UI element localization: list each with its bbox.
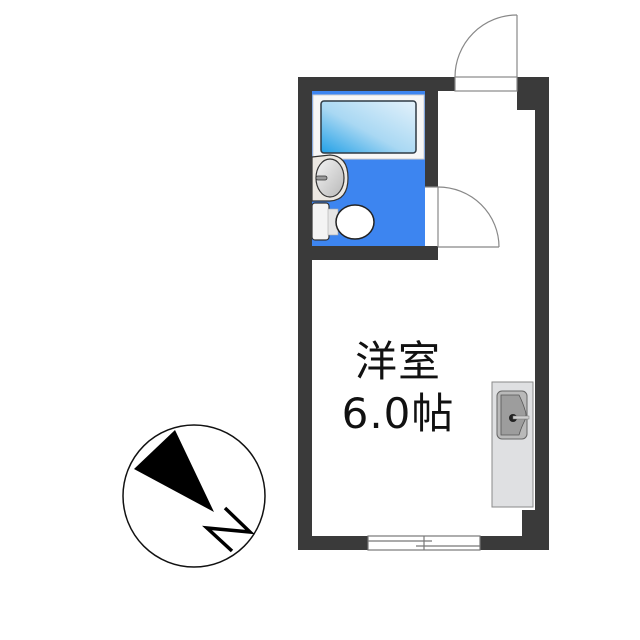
wash-basin-icon	[311, 154, 349, 202]
wall-bath-right	[425, 91, 438, 187]
kitchen-sink-icon	[496, 390, 530, 440]
north-arrow-icon	[134, 430, 214, 512]
wall-top-left	[298, 77, 455, 91]
toilet-icon	[311, 202, 375, 241]
wall-bottom-left	[298, 536, 368, 550]
wall-left	[298, 77, 312, 550]
entrance-door	[454, 14, 518, 92]
north-letter-icon	[201, 506, 255, 553]
room-size-label: 6.0帖	[341, 389, 455, 438]
wall-right	[535, 77, 549, 550]
wall-divider	[298, 246, 438, 260]
compass	[122, 424, 266, 568]
wall-bottom-right	[480, 536, 549, 550]
bathtub-icon	[320, 100, 417, 154]
walls	[298, 77, 549, 550]
bath-door	[425, 186, 500, 248]
unit-bath	[311, 91, 425, 246]
kitchen-counter	[491, 381, 534, 508]
room-name-label: 洋室	[354, 337, 441, 386]
window	[367, 535, 481, 551]
